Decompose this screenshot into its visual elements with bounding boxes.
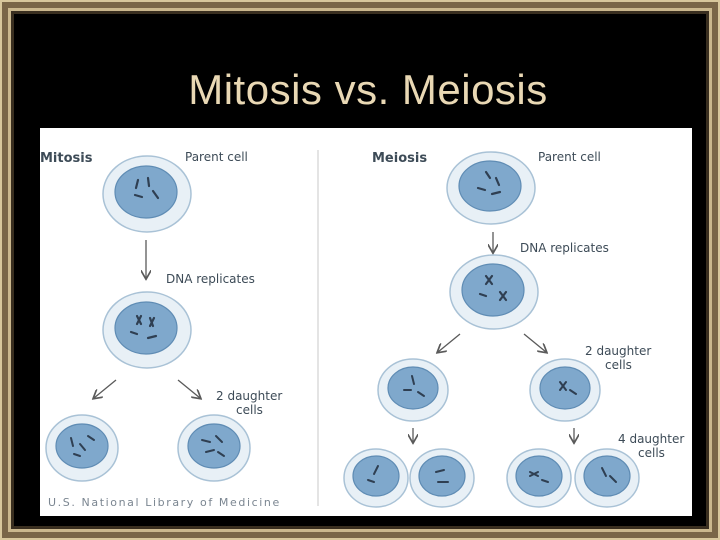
image-credit: U.S. National Library of Medicine xyxy=(48,496,281,509)
meiosis-gamete-cell xyxy=(506,448,572,508)
meiosis-two-daughters-label-2: cells xyxy=(605,358,632,372)
meiosis-heading: Meiosis xyxy=(372,151,427,166)
meiosis-parent-label: Parent cell xyxy=(538,150,601,164)
mitosis-daughters-label-2: cells xyxy=(236,403,263,417)
mitosis-heading: Mitosis xyxy=(40,151,93,166)
mitosis-parent-cell xyxy=(102,155,192,233)
mitosis-arrow-right xyxy=(177,379,200,398)
meiosis-gamete-cell xyxy=(574,448,640,508)
meiosis-two-daughters-label-1: 2 daughter xyxy=(585,344,651,358)
meiosis-daughter-cell xyxy=(529,358,601,422)
meiosis-gamete-cell xyxy=(343,448,409,508)
meiosis-replicated-cell xyxy=(449,254,539,330)
mitosis-replicate-label: DNA replicates xyxy=(166,272,255,286)
mitosis-parent-label: Parent cell xyxy=(185,150,248,164)
meiosis-four-daughters-label-2: cells xyxy=(638,446,665,460)
mitosis-daughter-cell xyxy=(177,414,251,482)
mitosis-replicated-cell xyxy=(102,291,192,369)
meiosis-arrow-left xyxy=(438,333,461,352)
meiosis-daughter-cell xyxy=(377,358,449,422)
mitosis-arrow-left xyxy=(94,379,117,398)
meiosis-replicate-label: DNA replicates xyxy=(520,241,609,255)
mitosis-daughters-label-1: 2 daughter xyxy=(216,389,282,403)
slide-title: Mitosis vs. Meiosis xyxy=(188,66,548,113)
meiosis-parent-cell xyxy=(446,151,536,225)
meiosis-four-daughters-label-1: 4 daughter xyxy=(618,432,684,446)
mitosis-daughter-cell xyxy=(45,414,119,482)
meiosis-arrow-right xyxy=(523,333,546,352)
mitosis-meiosis-diagram: Mitosis Parent cell DNA replicates xyxy=(40,128,692,516)
meiosis-gamete-cell xyxy=(409,448,475,508)
